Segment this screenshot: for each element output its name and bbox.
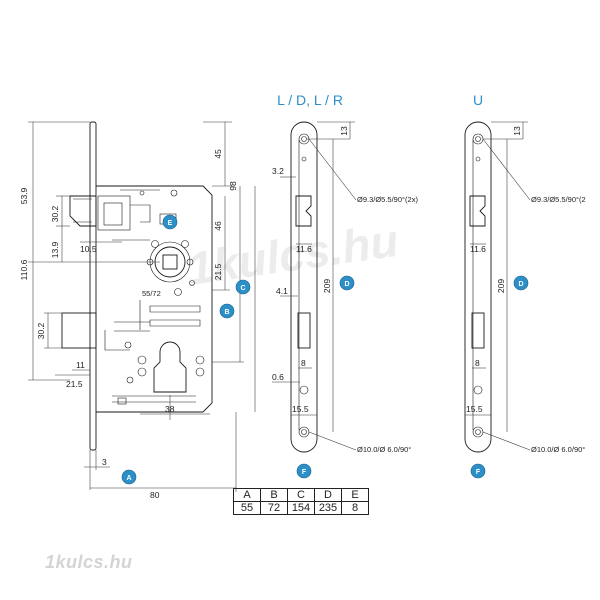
badge-c: C	[235, 279, 251, 295]
site-logo: 1kulcs.hu	[45, 552, 133, 572]
ld-dim-15-5: 15.5	[292, 404, 309, 414]
faceplate-u: 13 11.6 209 8 15.5 Ø9.3/Ø5.5/90°(2 Ø10.0…	[464, 121, 586, 454]
dim-30-2-top: 30.2	[50, 205, 60, 222]
dim-21-5-right: 21.5	[213, 263, 223, 280]
svg-text:C: C	[240, 285, 245, 292]
dim-30-2-bot: 30.2	[36, 322, 46, 339]
u-hole-top-label: Ø9.3/Ø5.5/90°(2	[531, 195, 586, 204]
title-u: U	[473, 92, 483, 108]
spec-value-c: 154	[287, 501, 315, 515]
u-hole-bottom-label: Ø10.0/Ø 6.0/90°	[531, 445, 585, 454]
dim-10-5: 10.5	[80, 244, 97, 254]
dim-98: 98	[228, 181, 238, 191]
label-55-72: 55/72	[142, 289, 161, 298]
ld-dim-4-1: 4.1	[276, 286, 288, 296]
svg-text:F: F	[302, 469, 307, 476]
dim-11: 11	[76, 360, 85, 370]
svg-text:B: B	[224, 309, 229, 316]
spec-value-e: 8	[341, 501, 369, 515]
dim-110-6: 110.6	[19, 259, 29, 280]
faceplate-ld-lr: 13 3.2 11.6 209 4.1 8 0.6 15.5 Ø9.3/Ø5.5…	[272, 121, 418, 454]
dim-53-9: 53.9	[19, 187, 29, 204]
spec-header-d: D	[314, 488, 342, 502]
svg-text:A: A	[126, 475, 131, 482]
badge-e: E	[162, 214, 178, 230]
dim-80: 80	[150, 490, 160, 500]
badge-f-u: F	[470, 463, 486, 479]
dim-46: 46	[213, 221, 223, 231]
u-dim-13: 13	[512, 126, 522, 136]
spec-header-a: A	[233, 488, 261, 502]
svg-text:D: D	[518, 281, 523, 288]
spec-header-e: E	[341, 488, 369, 502]
dim-21-5-bot: 21.5	[66, 379, 83, 389]
spec-table-value-row: 55 72 154 235 8	[233, 501, 369, 515]
ld-dim-8: 8	[301, 358, 306, 368]
ld-dim-11-6: 11.6	[296, 244, 312, 254]
badge-b: B	[219, 303, 235, 319]
badge-a: A	[121, 469, 137, 485]
ld-dim-209: 209	[322, 279, 332, 293]
badge-d-ld: D	[339, 275, 355, 291]
spec-header-b: B	[260, 488, 288, 502]
u-dim-15-5: 15.5	[466, 404, 483, 414]
ld-hole-top-label: Ø9.3/Ø5.5/90°(2x)	[357, 195, 418, 204]
svg-text:D: D	[344, 281, 349, 288]
dim-45: 45	[213, 149, 223, 159]
title-ld-lr: L / D, L / R	[277, 92, 343, 108]
svg-text:F: F	[476, 469, 481, 476]
ld-hole-bottom-label: Ø10.0/Ø 6.0/90°	[357, 445, 411, 454]
u-dim-209: 209	[496, 279, 506, 293]
dim-38: 38	[165, 404, 175, 414]
spec-value-d: 235	[314, 501, 342, 515]
spec-value-a: 55	[233, 501, 261, 515]
ld-dim-0-6: 0.6	[272, 372, 284, 382]
spec-header-c: C	[287, 488, 315, 502]
badge-f-ld: F	[296, 463, 312, 479]
u-dim-8: 8	[475, 358, 480, 368]
dim-13-9: 13.9	[50, 241, 60, 258]
ld-dim-13: 13	[339, 126, 349, 136]
badge-d-u: D	[513, 275, 529, 291]
spec-value-b: 72	[260, 501, 288, 515]
lock-side-view: 55/72 53.9 110.6 30.2 13.9 10.5 30.2 11 …	[19, 121, 256, 500]
dim-3: 3	[102, 457, 107, 467]
spec-table-header-row: A B C D E	[233, 488, 369, 502]
u-dim-11-6: 11.6	[470, 244, 486, 254]
spec-table: A B C D E 55 72 154 235 8	[233, 488, 369, 515]
ld-dim-3-2: 3.2	[272, 166, 284, 176]
svg-text:E: E	[168, 220, 173, 227]
